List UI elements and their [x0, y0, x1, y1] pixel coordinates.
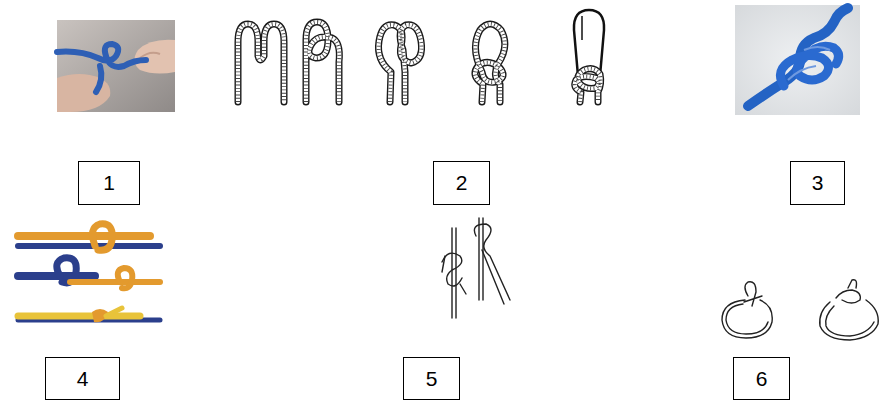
knot-sequence	[238, 10, 604, 102]
callout-number: 3	[812, 171, 824, 194]
rope-loop	[726, 304, 768, 334]
rope	[70, 279, 160, 285]
rope-loop	[820, 280, 879, 340]
number-box: 5	[403, 357, 460, 400]
number-box: 2	[433, 161, 490, 205]
rope	[479, 218, 483, 300]
rope-end	[442, 256, 466, 294]
number-box: 3	[790, 161, 845, 205]
rope	[452, 228, 456, 318]
rope-step	[475, 24, 505, 102]
rope	[18, 243, 160, 249]
knot-loops	[722, 280, 878, 340]
rope-step	[379, 25, 422, 102]
rope	[96, 66, 101, 92]
rope	[748, 8, 848, 106]
number-box: 1	[78, 161, 140, 205]
number-box: 6	[733, 357, 790, 400]
rope-step	[306, 22, 339, 102]
knot-line-drawing	[442, 218, 510, 318]
hand	[134, 40, 175, 74]
number-box: 4	[45, 357, 120, 400]
rope-loop	[722, 282, 772, 338]
callout-number: 4	[77, 367, 89, 390]
callout-number: 5	[426, 367, 438, 390]
rope-step	[575, 69, 601, 102]
carabiner-gate	[581, 16, 583, 40]
photo-background	[57, 20, 175, 112]
rope	[18, 313, 140, 320]
rope-highlight	[788, 47, 830, 80]
callout-number: 2	[456, 171, 468, 194]
photo-background	[735, 5, 860, 115]
knot-photo	[57, 20, 175, 112]
rope-end	[106, 308, 122, 316]
rope	[780, 46, 838, 86]
callout-number: 6	[756, 367, 768, 390]
rope	[92, 224, 112, 250]
knot-photo	[735, 5, 860, 115]
rope	[118, 268, 133, 288]
rope	[474, 224, 510, 304]
rope-step	[238, 24, 284, 102]
rope-loop	[826, 306, 874, 336]
rope	[18, 232, 150, 240]
knot-coloured	[18, 224, 160, 322]
callout-number: 1	[103, 171, 115, 194]
